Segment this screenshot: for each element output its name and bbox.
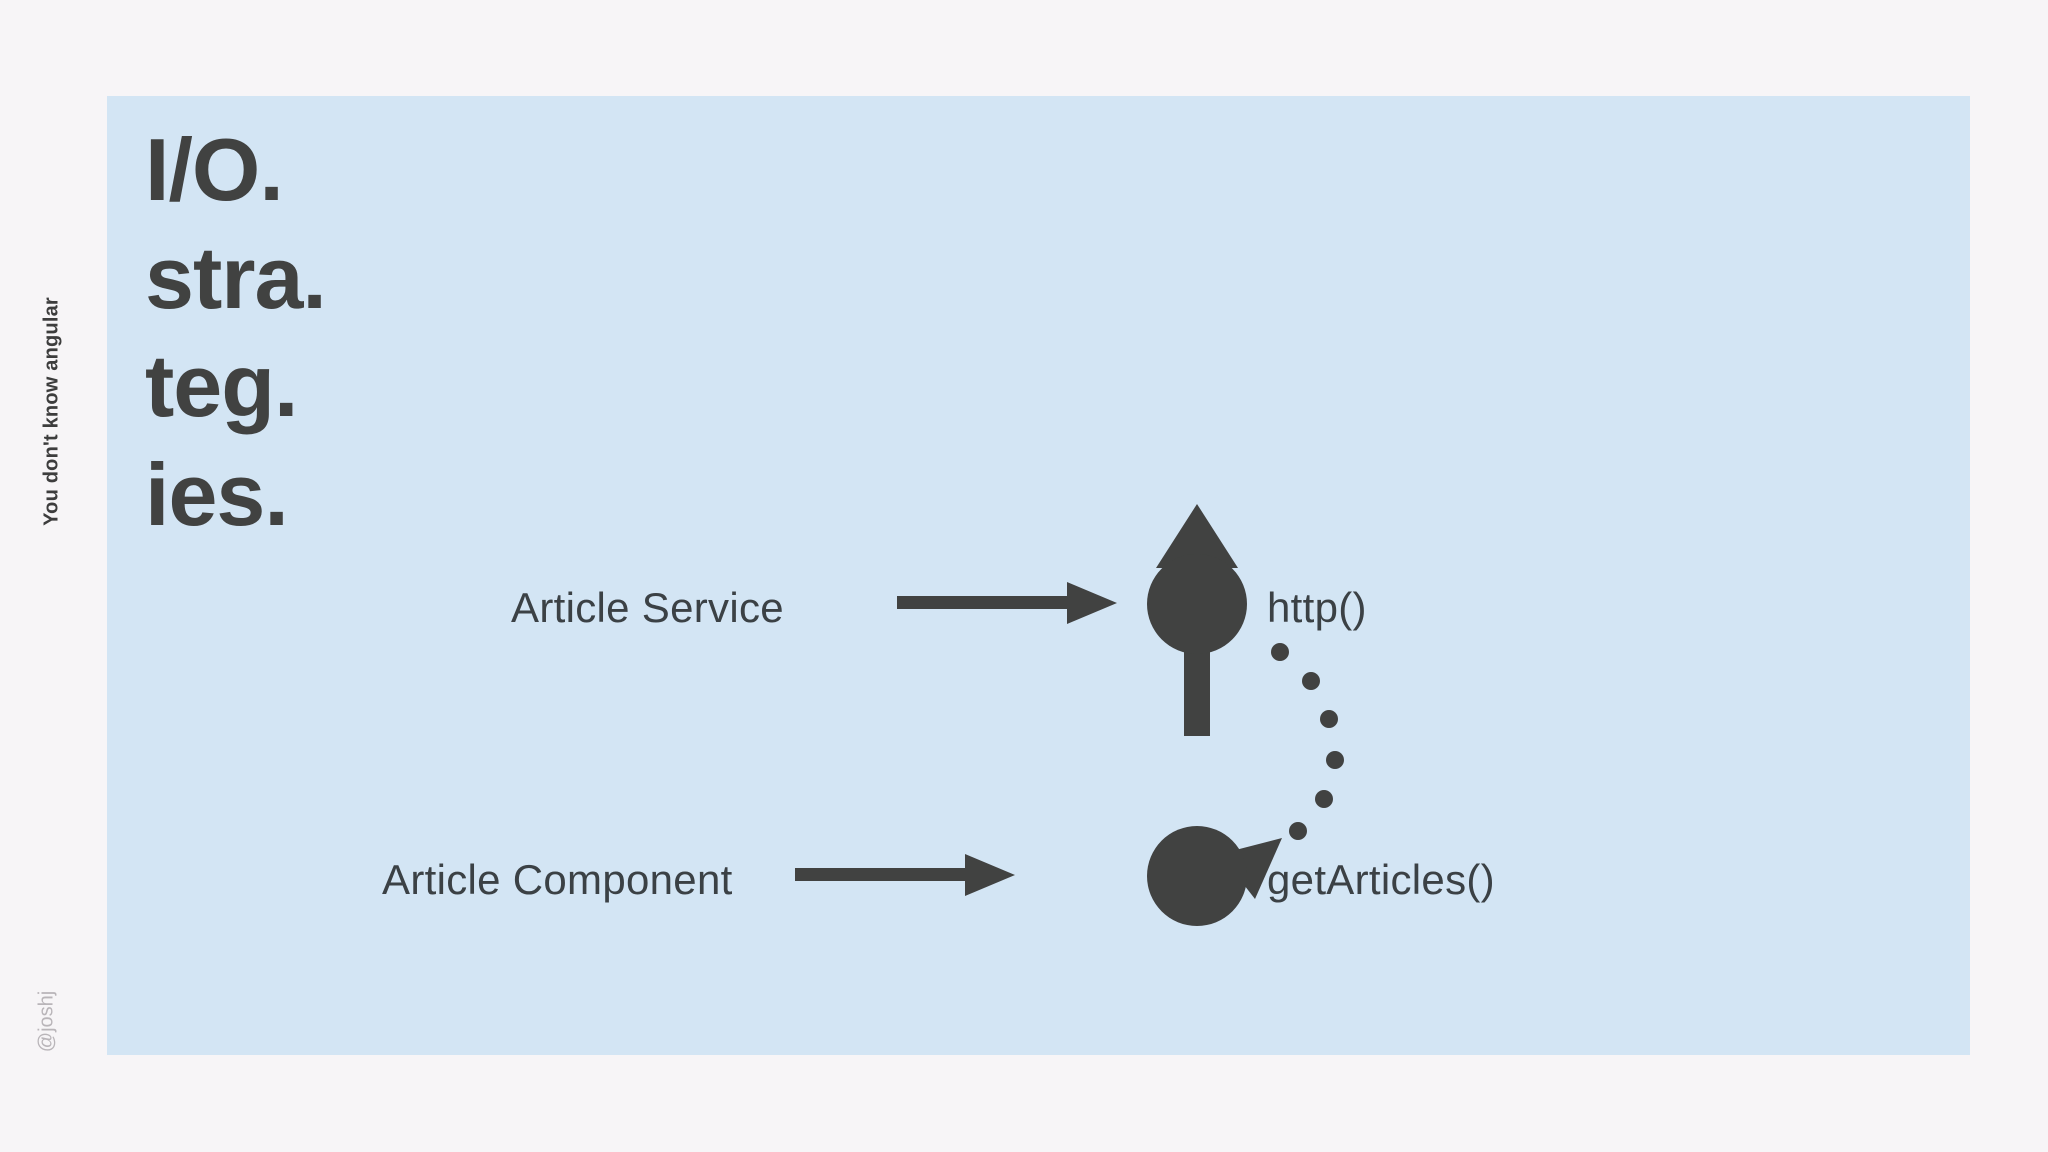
- component-node-dot[interactable]: [1147, 826, 1247, 926]
- diagram-canvas: [795, 504, 1344, 926]
- label-article-service: Article Service: [511, 584, 784, 631]
- headline-line-1: I/O.: [145, 120, 284, 219]
- service-call-arrow-icon: [897, 582, 1117, 624]
- headline-line-2: stra.: [145, 228, 327, 328]
- label-get-articles-method: getArticles(): [1267, 856, 1495, 903]
- label-http-method: http(): [1267, 584, 1367, 631]
- slide-panel: I/O. stra. teg. ies.: [107, 96, 1970, 1055]
- service-node-dot[interactable]: [1147, 554, 1247, 654]
- page-title: I/O. stra. teg. ies.: [145, 116, 565, 549]
- author-handle-vertical: @joshj: [35, 990, 58, 1053]
- sequence-diagram: Article Service http() Article Component…: [107, 96, 1970, 1055]
- headline-line-4: ies.: [145, 444, 289, 544]
- deck-title-vertical: You don't know angular: [40, 297, 63, 526]
- label-article-component: Article Component: [382, 856, 733, 903]
- component-call-arrow-icon: [795, 854, 1015, 896]
- headline-line-3: teg.: [145, 336, 298, 436]
